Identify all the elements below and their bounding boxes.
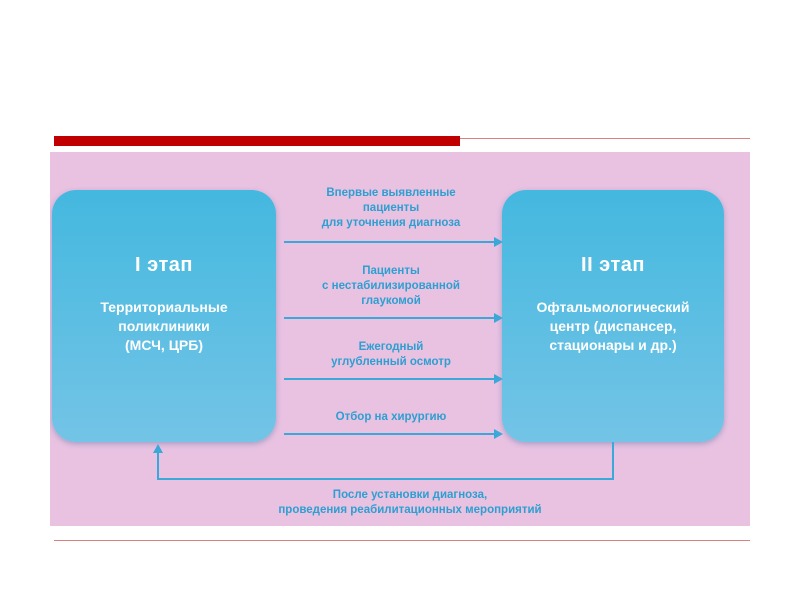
arrow-2-line-text: Пациенты [362, 265, 420, 277]
return-arrow-line-text: После установки диагноза, [332, 489, 488, 501]
title-accent-bar [54, 136, 460, 146]
return-arrow-label: После установки диагноза, проведения реа… [200, 488, 620, 518]
arrow-4-line [284, 433, 496, 435]
return-arrow-line-text: проведения реабилитационных мероприятий [278, 504, 542, 516]
stage-1-box: I этап Территориальные поликлиники (МСЧ,… [52, 190, 276, 442]
footer-divider-line [54, 540, 750, 541]
arrow-3-line [284, 378, 496, 380]
title-divider-line [460, 138, 750, 139]
arrow-4-head-icon [494, 429, 503, 439]
stage-2-line: стационары и др.) [549, 337, 677, 353]
stage-2-title: II этап [581, 254, 645, 276]
return-arrow-segment [157, 452, 159, 480]
return-arrow-segment [157, 478, 614, 480]
stage-2-description: Офтальмологический центр (диспансер, ста… [512, 298, 714, 355]
stage-2-line: центр (диспансер, [549, 318, 677, 334]
stage-1-line: Территориальные [100, 299, 228, 315]
stage-1-description: Территориальные поликлиники (МСЧ, ЦРБ) [62, 298, 266, 355]
arrow-1-head-icon [494, 237, 503, 247]
stage-2-line: Офтальмологический [536, 299, 690, 315]
arrow-1-line-text: Впервые выявленные [326, 187, 456, 199]
arrow-1-line-text: пациенты [362, 202, 420, 214]
arrow-2-label: Пациенты с нестабилизированной глаукомой [280, 264, 502, 309]
arrow-4-line-text: Отбор на хирургию [335, 411, 447, 423]
arrow-1-line [284, 241, 496, 243]
return-arrow-segment [612, 442, 614, 480]
arrow-3-head-icon [494, 374, 503, 384]
arrow-2-head-icon [494, 313, 503, 323]
arrow-1-line-text: для уточнения диагноза [321, 217, 461, 229]
arrow-1-label: Впервые выявленные пациенты для уточнени… [280, 186, 502, 231]
arrow-2-line-text: глаукомой [361, 295, 421, 307]
stage-2-box: II этап Офтальмологический центр (диспан… [502, 190, 724, 442]
stage-1-title: I этап [135, 254, 193, 276]
arrow-3-label: Ежегодный углубленный осмотр [280, 340, 502, 370]
arrow-2-line-text: с нестабилизированной [322, 280, 460, 292]
arrow-3-line-text: Ежегодный [358, 341, 424, 353]
stage-1-line: (МСЧ, ЦРБ) [125, 337, 203, 353]
stage-1-line: поликлиники [118, 318, 210, 334]
arrow-2-line [284, 317, 496, 319]
diagram-panel: I этап Территориальные поликлиники (МСЧ,… [50, 152, 750, 526]
arrow-3-line-text: углубленный осмотр [331, 356, 451, 368]
return-arrow-head-icon [153, 444, 163, 453]
arrow-4-label: Отбор на хирургию [280, 410, 502, 425]
